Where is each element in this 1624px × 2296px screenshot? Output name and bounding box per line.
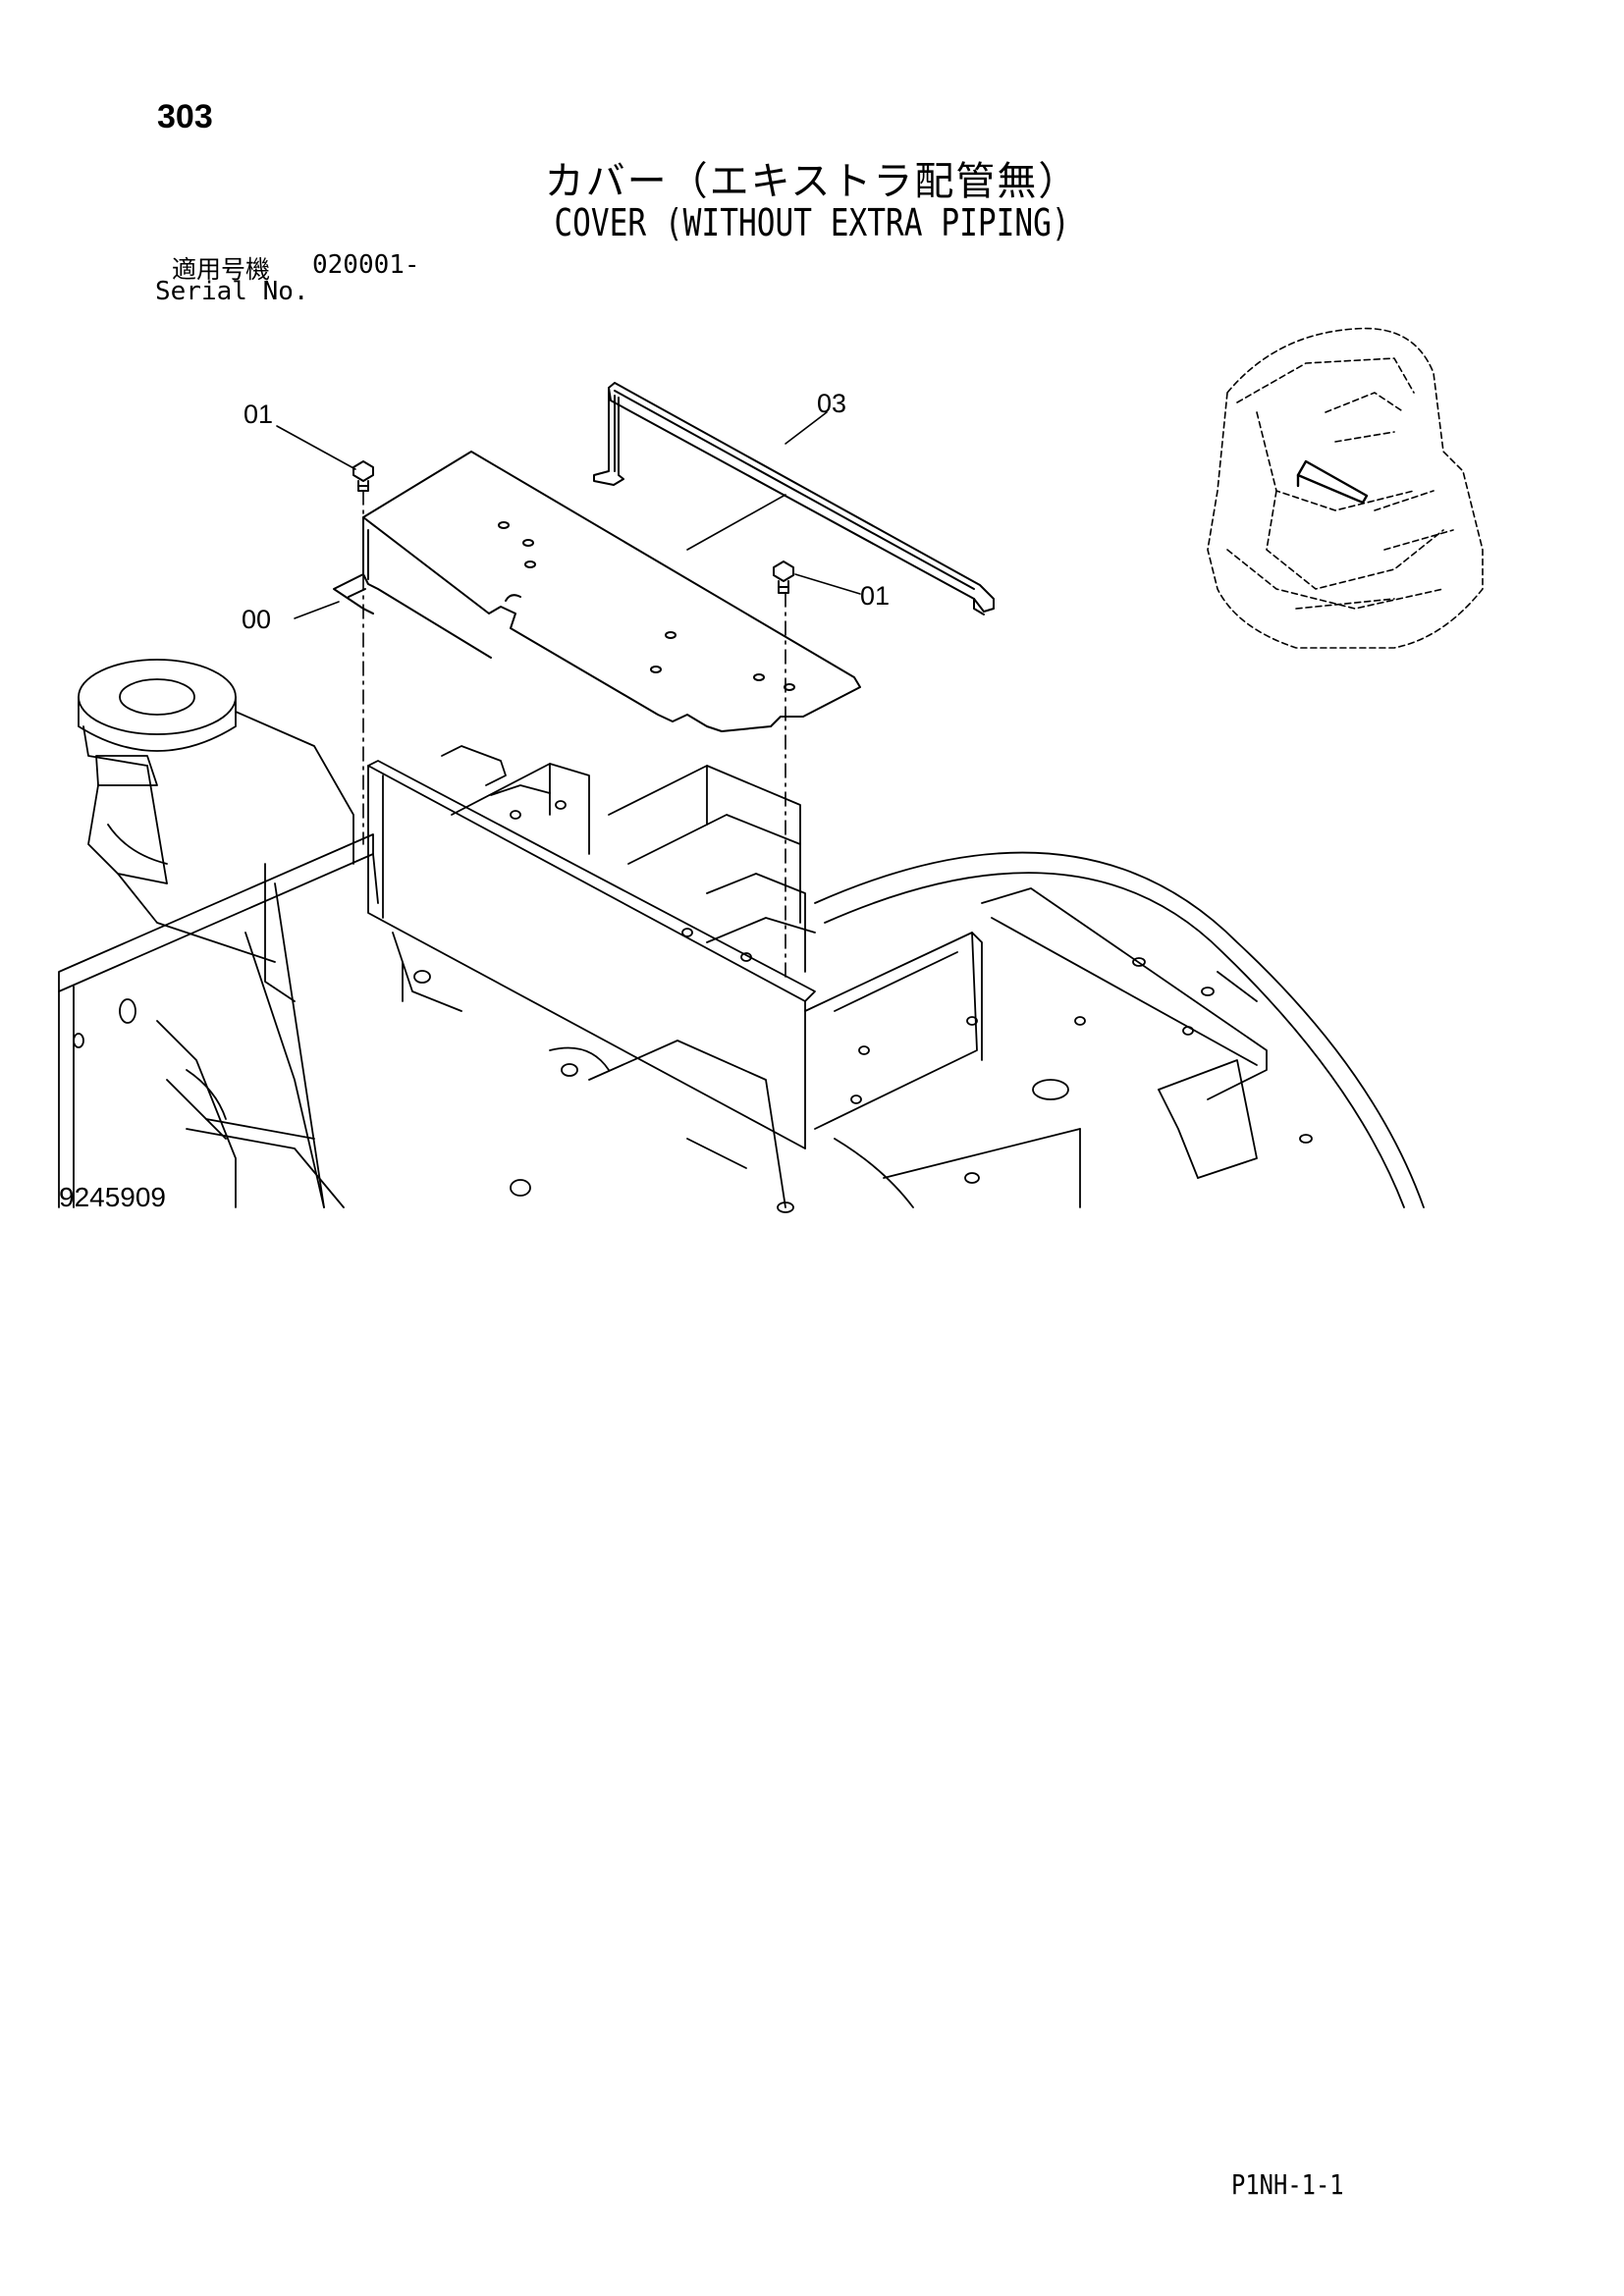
- callout-cover: 00: [242, 605, 272, 634]
- stay-bracket: [593, 382, 995, 615]
- parts-diagram: [58, 327, 1484, 1213]
- bolt-right: [773, 561, 794, 594]
- callout-bolt-right: 01: [860, 581, 891, 611]
- bolt-left: [352, 460, 374, 492]
- title-japanese: カバー（エキストラ配管無）: [544, 159, 1080, 204]
- serial-label-japanese: 適用号機: [172, 255, 271, 284]
- locator-thumbnail: [1207, 327, 1484, 649]
- page-number: 303: [157, 98, 213, 135]
- callout-bolt-left: 01: [244, 400, 274, 429]
- title-english: COVER (WITHOUT EXTRA PIPING): [554, 201, 1070, 244]
- leader-lines: [276, 411, 861, 983]
- revolving-frame: [58, 659, 1425, 1213]
- drawing-number: 9245909: [59, 1182, 167, 1212]
- serial-value: 020001-: [312, 250, 420, 280]
- locator-highlight: [1296, 459, 1369, 505]
- callout-bracket: 03: [817, 389, 847, 418]
- cover-plate: [333, 451, 861, 732]
- serial-label-english: Serial No.: [155, 277, 309, 306]
- page-code: P1NH-1-1: [1231, 2168, 1344, 2201]
